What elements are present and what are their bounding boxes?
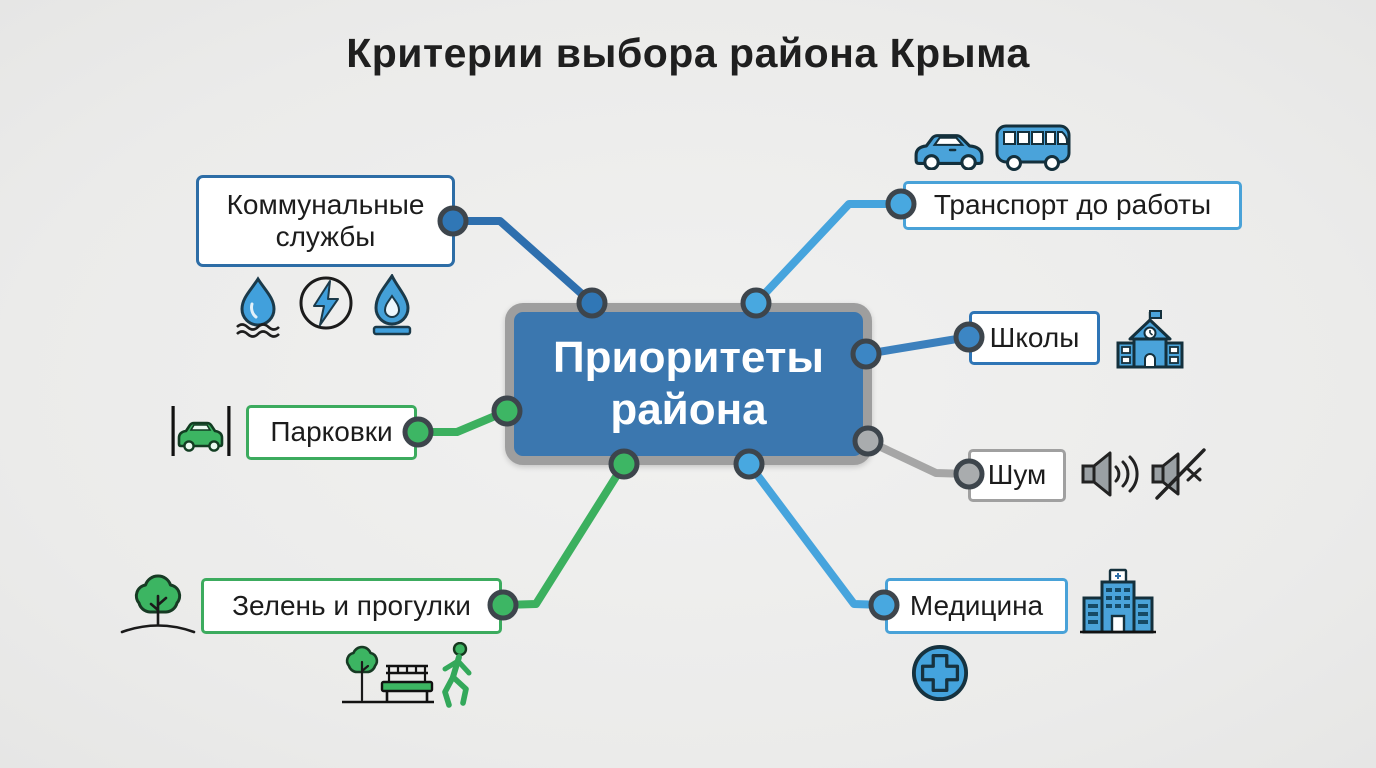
speaker-icon <box>1081 451 1139 497</box>
greenery-connector-line <box>499 460 628 609</box>
node-transport-label: Транспорт до работы <box>933 189 1212 221</box>
node-parking[interactable]: Парковки <box>246 405 417 460</box>
medicine-connector-line <box>745 460 888 609</box>
node-medicine-label: Медицина <box>909 589 1044 621</box>
node-greenery-label: Зелень и прогулки <box>232 589 471 621</box>
node-parking-label: Парковки <box>270 416 393 448</box>
schools-connector-line <box>862 333 973 358</box>
node-medicine[interactable]: Медицина <box>885 578 1068 634</box>
node-utilities-label: Коммунальные службы <box>226 188 425 252</box>
electricity-icon <box>299 276 353 330</box>
walking-person-icon <box>442 642 472 708</box>
school-icon <box>1116 310 1184 369</box>
page-title: Критерии выбора района Крыма <box>346 30 1030 76</box>
transport-connector-line <box>752 200 905 307</box>
node-noise-label: Шум <box>987 459 1047 491</box>
parking-icon <box>171 406 231 456</box>
node-greenery[interactable]: Зелень и прогулки <box>201 578 502 634</box>
node-transport[interactable]: Транспорт до работы <box>903 181 1242 230</box>
hospital-icon <box>1080 568 1156 634</box>
car-icon <box>914 134 984 170</box>
water-icon <box>236 276 280 338</box>
bus-icon <box>995 124 1071 171</box>
tree-icon <box>120 574 196 634</box>
parking-connector-line <box>414 407 511 436</box>
node-utilities[interactable]: Коммунальные службы <box>196 175 455 267</box>
node-noise[interactable]: Шум <box>968 449 1066 502</box>
tree-bench-icon <box>342 645 434 704</box>
center-node-priorities[interactable]: Приоритеты района <box>505 303 872 465</box>
gas-icon <box>372 274 412 336</box>
speaker-muted-icon <box>1151 448 1206 500</box>
noise-connector-line <box>864 437 973 478</box>
node-schools-label: Школы <box>989 321 1080 353</box>
utilities-connector-line <box>449 217 596 307</box>
medical-cross-icon <box>911 644 969 702</box>
node-schools[interactable]: Школы <box>969 311 1100 365</box>
center-node-label: Приоритеты района <box>553 333 824 434</box>
